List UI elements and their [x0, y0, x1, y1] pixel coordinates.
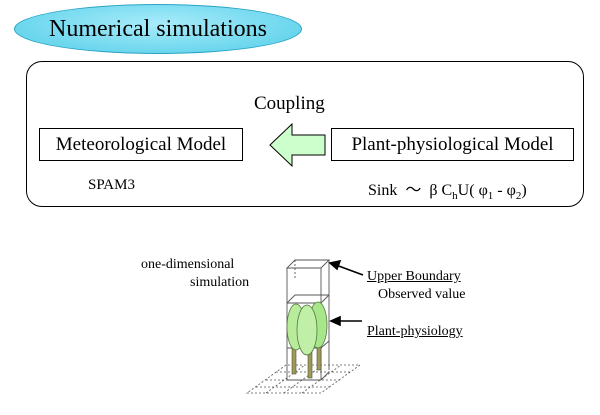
coupling-label: Coupling: [254, 93, 325, 114]
coupling-arrow-icon: [269, 122, 326, 168]
sink-close: ): [521, 182, 527, 199]
sink-tilde: ～: [405, 182, 422, 199]
observed-value-label: Observed value: [378, 287, 466, 302]
upper-boundary-label: Upper Boundary: [367, 269, 461, 284]
sink-equation: Sink ～ β ChU( φ1 - φ2): [368, 176, 527, 202]
plant-leaves: [286, 301, 328, 356]
simulation-label-line1: one-dimensional: [141, 257, 235, 272]
plant-physiological-model-box: Plant-physiological Model: [331, 128, 574, 161]
sink-sub-1: 1: [487, 190, 494, 203]
meteorological-model-label: Meteorological Model: [55, 133, 227, 155]
spam3-label: SPAM3: [88, 177, 135, 193]
plant-physiological-model-label: Plant-physiological Model: [351, 133, 554, 155]
sink-beta-c: β C: [429, 182, 453, 199]
sink-word: Sink: [368, 182, 398, 199]
sink-phi1: φ: [478, 182, 488, 199]
sink-minus: -: [493, 182, 507, 199]
pointer-arrows: [328, 259, 364, 327]
coupling-panel: [26, 61, 584, 207]
ground-grid: [245, 364, 362, 394]
sink-phi2: φ: [506, 182, 516, 199]
simulation-label-line2: simulation: [190, 275, 250, 290]
title-badge: Numerical simulations: [14, 4, 302, 54]
sink-sub-2: 2: [515, 190, 522, 203]
title-text: Numerical simulations: [49, 15, 267, 42]
meteorological-model-box: Meteorological Model: [39, 128, 243, 161]
sink-sub-h: h: [452, 190, 458, 203]
plant-physiology-label: Plant-physiology: [367, 324, 463, 339]
sink-u-open: U(: [457, 182, 479, 199]
